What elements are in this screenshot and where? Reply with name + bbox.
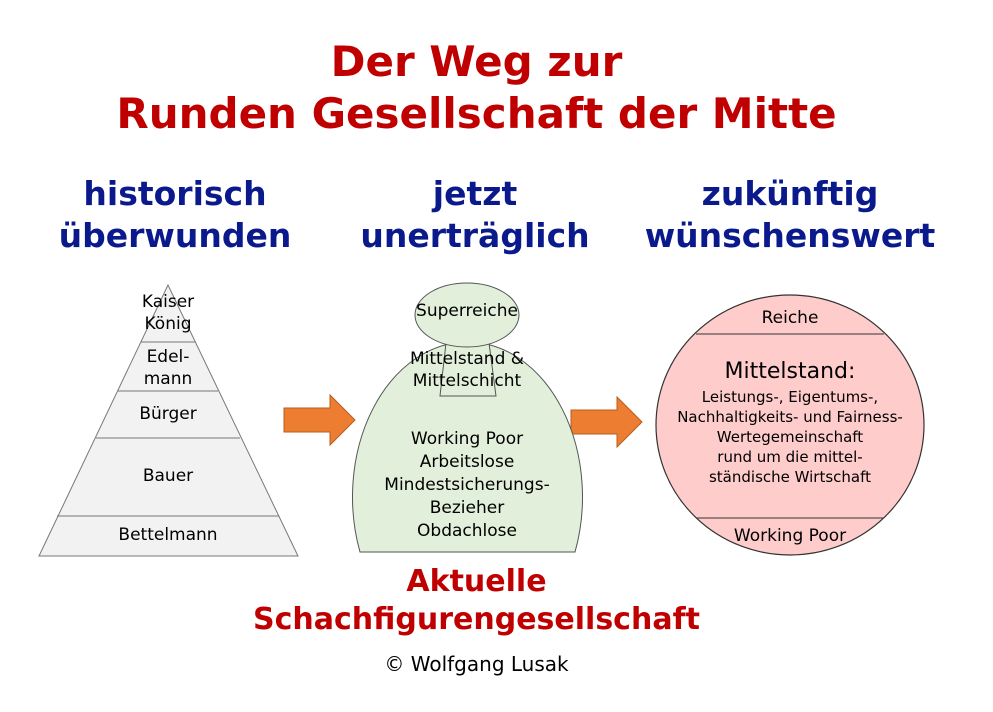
circle-text-line: Nachhaltigkeits- und Fairness- <box>677 408 903 426</box>
heading-now: jetzt unerträglich <box>330 173 620 257</box>
pyramid-label-kaiser-line-1: Kaiser <box>141 292 195 312</box>
heading-future-line-1: zukünftig <box>701 174 879 213</box>
chess-label-mittelstand: Mittelstand & Mittelschicht <box>377 348 557 392</box>
chess-head <box>414 282 520 348</box>
class-pyramid <box>38 283 299 557</box>
subtitle: Aktuelle Schachfigurengesellschaft <box>0 563 953 639</box>
chess-label-base: Working Poor Arbeitslose Mindestsicherun… <box>357 428 577 543</box>
chess-base-line: Bezieher <box>429 498 505 518</box>
heading-past: historisch überwunden <box>20 173 330 257</box>
subtitle-line-2: Schachfigurengesellschaft <box>253 602 700 637</box>
arrow-right-icon <box>570 395 643 449</box>
copyright: © Wolfgang Lusak <box>384 652 569 676</box>
pyramid-label-bauer: Bauer <box>142 466 194 486</box>
circle-text-line: Leistungs-, Eigentums-, <box>701 388 879 406</box>
circle-shape <box>655 294 925 556</box>
circle-label-reiche: Reiche <box>761 308 819 328</box>
title-line-1: Der Weg zur <box>330 37 623 86</box>
chess-base-line: Mindestsicherungs- <box>384 475 550 495</box>
chess-label-mittelstand-line-1: Mittelstand & <box>409 349 525 369</box>
chess-base-line: Obdachlose <box>417 521 517 541</box>
chess-label-superreiche: Superreiche <box>416 301 518 321</box>
heading-future-line-2: wünschenswert <box>644 216 936 255</box>
title-line-2: Runden Gesellschaft der Mitte <box>116 89 837 138</box>
chess-label-mittelstand-line-2: Mittelschicht <box>412 371 522 391</box>
pyramid-shape <box>38 283 299 557</box>
chess-piece <box>352 282 583 553</box>
pyramid-label-bettelmann: Bettelmann <box>118 525 218 545</box>
circle-text-line: rund um die mittel- <box>717 448 863 466</box>
heading-past-line-2: überwunden <box>58 216 292 255</box>
pyramid-label-buerger: Bürger <box>139 404 197 424</box>
heading-now-line-2: unerträglich <box>360 216 590 255</box>
arrow-right-icon <box>283 393 356 447</box>
pyramid-label-kaiser: Kaiser König <box>118 291 218 335</box>
pyramid-label-edelmann-line-1: Edel- <box>146 347 190 367</box>
heading-future: zukünftig wünschenswert <box>630 173 950 257</box>
circle-text-line: Wertegemeinschaft <box>716 428 864 446</box>
circle-text-line: ständische Wirtschaft <box>708 468 872 486</box>
pyramid-label-edelmann: Edel- mann <box>118 346 218 390</box>
page-title: Der Weg zur Runden Gesellschaft der Mitt… <box>0 36 953 140</box>
heading-now-line-1: jetzt <box>432 174 518 213</box>
circle-label-mittelstand-text: Leistungs-, Eigentums-, Nachhaltigkeits-… <box>656 387 924 487</box>
chess-base-line: Working Poor <box>410 429 524 449</box>
pyramid-label-kaiser-line-2: König <box>144 314 192 334</box>
round-society-circle <box>655 294 925 556</box>
circle-label-mittelstand-title: Mittelstand: <box>724 359 856 384</box>
heading-past-line-1: historisch <box>83 174 267 213</box>
chess-base-line: Arbeitslose <box>419 452 515 472</box>
circle-label-working-poor: Working Poor <box>733 526 847 546</box>
pyramid-label-edelmann-line-2: mann <box>143 369 193 389</box>
subtitle-line-1: Aktuelle <box>406 564 547 599</box>
